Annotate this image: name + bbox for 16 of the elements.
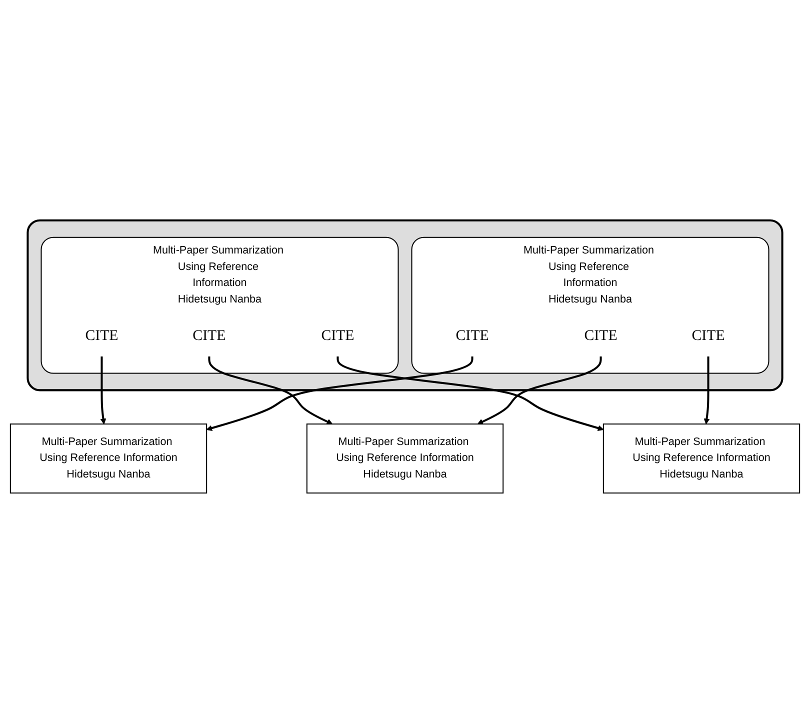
node-text: CITE	[692, 326, 725, 344]
node-text: CITE	[321, 326, 354, 344]
arrow	[336, 356, 604, 432]
node-text: CITE	[192, 326, 226, 344]
node-text: CITE	[584, 326, 618, 344]
arrow	[704, 356, 710, 425]
node-text: CITE	[456, 326, 489, 344]
node-box: Multi-Paper Summarization Using Reference Information Hidetsugu Nanba	[602, 424, 800, 494]
node-box: Multi-Paper Summarization Using Reference Information Hidetsugu Nanba	[10, 424, 208, 494]
arrow	[206, 356, 474, 432]
cluster	[26, 220, 784, 392]
node-text: CITE	[85, 326, 118, 344]
arrow	[100, 356, 106, 425]
arrow	[208, 356, 333, 425]
node-box: Multi-Paper Summarization Using Reference Information Hidetsugu Nanba	[306, 424, 504, 494]
arrow	[477, 356, 602, 425]
